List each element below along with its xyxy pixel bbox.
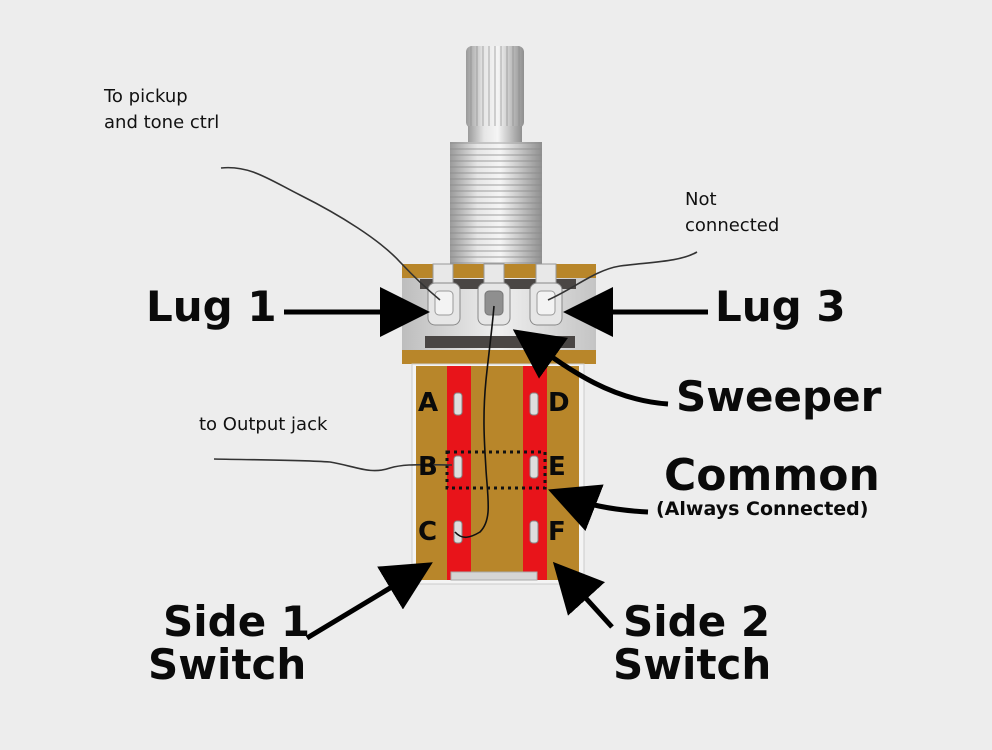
pin-b-label: B xyxy=(418,452,438,482)
lug-3 xyxy=(529,263,563,326)
common-label: Common xyxy=(664,450,880,501)
side2-arrow xyxy=(552,561,614,629)
contact-c xyxy=(453,520,463,544)
side1-arrow xyxy=(305,562,433,641)
pin-a-label: A xyxy=(418,388,439,418)
side2-label-line2: Switch xyxy=(613,640,772,689)
switch-body xyxy=(411,363,585,585)
side2-label-line1: Side 2 xyxy=(623,597,771,646)
bushing xyxy=(450,142,542,266)
lug1-label: Lug 1 xyxy=(146,282,277,331)
contact-a xyxy=(453,392,463,416)
pin-e-label: E xyxy=(548,452,566,482)
pin-d-label: D xyxy=(548,388,570,418)
common-sublabel: (Always Connected) xyxy=(656,498,869,520)
wire-pickup xyxy=(220,166,441,301)
sweeper-arrow xyxy=(512,329,669,407)
contact-d xyxy=(529,392,539,416)
contact-f xyxy=(529,520,539,544)
contact-e xyxy=(529,455,539,479)
side1-label-line1: Side 1 xyxy=(163,597,311,646)
pin-f-label: F xyxy=(548,517,566,547)
not-connected-note-line2: connected xyxy=(685,215,780,236)
wire-sweeper-to-c xyxy=(454,305,495,539)
common-arrow xyxy=(548,484,649,532)
pickup-note-line1: To pickup xyxy=(104,86,188,107)
pin-c-label: C xyxy=(418,517,438,547)
lug-2-sweeper xyxy=(477,263,511,326)
sweeper-label: Sweeper xyxy=(676,372,882,421)
contact-b xyxy=(453,455,463,479)
wire-output xyxy=(213,458,453,472)
lug3-label: Lug 3 xyxy=(715,282,846,331)
lug-1 xyxy=(427,263,461,326)
common-box xyxy=(445,450,547,490)
output-jack-note: to Output jack xyxy=(199,414,328,435)
pickup-note-line2: and tone ctrl xyxy=(104,112,220,133)
not-connected-note-line1: Not xyxy=(685,189,717,210)
shaft xyxy=(466,46,524,142)
side1-label-line2: Switch xyxy=(148,640,307,689)
